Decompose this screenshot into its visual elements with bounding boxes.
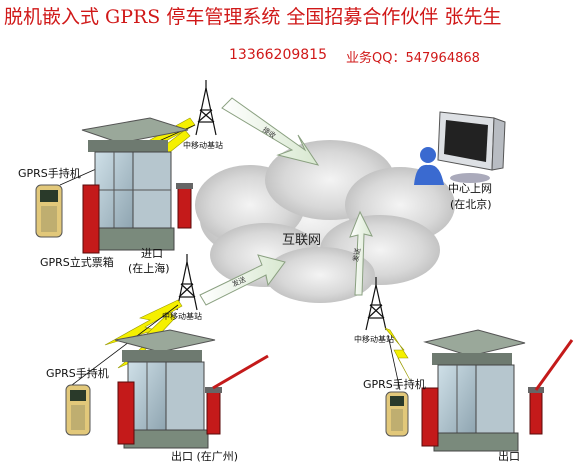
arrow-send-right	[349, 210, 373, 296]
contact-phone: 13366209815	[229, 47, 327, 63]
contact-qq: 业务QQ：547964868	[346, 51, 480, 66]
tower-right	[365, 277, 387, 331]
tower-label-right: 中移动基站	[354, 335, 394, 344]
tower-label-mid: 中移动基站	[162, 312, 202, 321]
center-label: 中心上网	[448, 182, 492, 195]
barrier-guangzhou	[205, 354, 269, 435]
booth-entry	[81, 117, 189, 254]
tower-mid	[176, 254, 198, 311]
user-icon	[414, 147, 444, 185]
arrow-send-mid	[199, 254, 286, 306]
page-title: 脱机嵌入式 GPRS 停车管理系统 全国招募合作伙伴 张先生	[4, 6, 502, 28]
handheld-label-top: GPRS手持机	[18, 167, 81, 180]
exit-right-label: 出口	[498, 450, 520, 463]
entry-label: 进口	[141, 247, 163, 260]
handheld-right	[385, 391, 409, 437]
arrow-receive	[221, 97, 320, 166]
exit-guangzhou-label: 出口 (在广州)	[171, 450, 239, 463]
booth-guangzhou	[114, 329, 216, 449]
computer-monitor	[437, 111, 506, 183]
internet-label: 互联网	[282, 233, 322, 248]
internet-cloud	[195, 140, 455, 303]
barrier-entry	[176, 183, 193, 229]
tower-top	[195, 80, 217, 136]
handheld-label-right: GPRS手持机	[363, 378, 426, 391]
handheld-label-mid: GPRS手持机	[46, 367, 109, 380]
gprs-box-label: GPRS立式票箱	[40, 256, 114, 269]
tower-label-top: 中移动基站	[183, 141, 223, 150]
center-location: (在北京)	[450, 198, 492, 211]
handheld-mid	[65, 384, 91, 436]
entry-location: (在上海)	[128, 262, 170, 275]
booth-exit-right	[421, 329, 526, 452]
barrier-exit-right	[528, 339, 574, 435]
handheld-top	[35, 184, 63, 238]
